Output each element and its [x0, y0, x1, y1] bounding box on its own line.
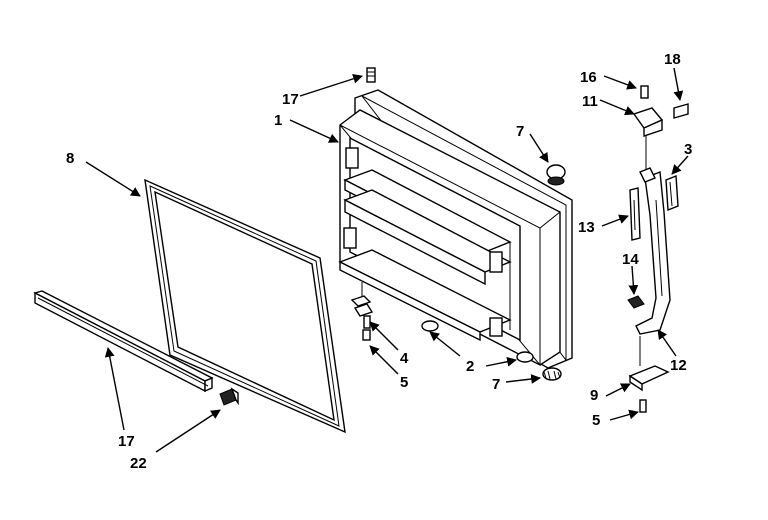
door-liner [338, 89, 573, 369]
callout-22: 22 [130, 455, 147, 472]
callout-11: 11 [582, 93, 598, 110]
door-gasket [144, 178, 346, 434]
door-handle [635, 167, 671, 335]
screw-top [366, 67, 376, 83]
callout-labels: 17 1 8 7 4 5 2 7 17 22 16 11 18 3 13 14 … [66, 51, 692, 472]
door-feet [421, 320, 534, 363]
leader-lines [85, 67, 689, 453]
callout-8: 8 [66, 150, 74, 167]
callout-7-top: 7 [516, 123, 524, 140]
callout-16: 16 [580, 69, 597, 86]
handle-trim [665, 174, 679, 212]
callout-4: 4 [400, 350, 409, 367]
callout-3: 3 [684, 141, 692, 158]
hinge-cover [673, 103, 689, 119]
callout-12: 12 [670, 357, 687, 374]
callout-18: 18 [664, 51, 681, 68]
top-hinge [632, 85, 664, 170]
handle-spacer [627, 295, 645, 309]
plug-top [546, 164, 566, 186]
callout-9: 9 [590, 387, 598, 404]
handle-insert [629, 187, 641, 241]
callout-5-right: 5 [592, 412, 600, 429]
stop-bracket [350, 282, 374, 341]
callout-1: 1 [274, 112, 282, 129]
callout-14: 14 [622, 251, 639, 268]
callout-13: 13 [578, 219, 595, 236]
strip-clip [219, 387, 239, 406]
callout-7-bottom: 7 [492, 376, 500, 393]
callout-5-left: 5 [400, 374, 408, 391]
plug-bottom [542, 367, 562, 381]
bottom-hinge [628, 336, 670, 413]
callout-17: 17 [118, 433, 135, 450]
breaker-strip [33, 290, 214, 393]
callout-2: 2 [466, 358, 474, 375]
callout-6: 17 [282, 91, 299, 108]
